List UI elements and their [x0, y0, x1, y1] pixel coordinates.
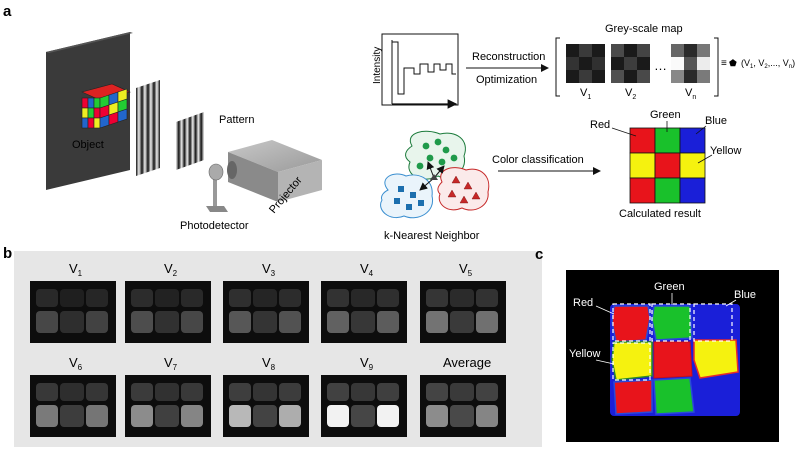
- measurement-image-1: [30, 281, 116, 343]
- panel-label-c: c: [535, 246, 543, 263]
- pentagon-symbol: ⬟: [729, 58, 737, 68]
- classified-red-center: [653, 341, 693, 379]
- result-cell-6: [679, 152, 706, 179]
- measurement-image-5: [420, 281, 506, 343]
- bracket-left: [555, 37, 560, 97]
- projector: [227, 140, 322, 202]
- panel-c-pointer-red: [595, 305, 615, 315]
- measurement-label-7: V7: [164, 355, 178, 372]
- selection-box-blue: [693, 303, 733, 342]
- selection-box-red: [612, 303, 651, 342]
- measurement-image-3: [223, 281, 309, 343]
- result-cell-2: [654, 127, 681, 154]
- result-cell-3: [679, 127, 706, 154]
- measurement-label-9: V9: [360, 355, 374, 372]
- color-classification-label: Color classification: [492, 154, 584, 166]
- map-label-2: V2: [625, 87, 636, 101]
- panel-c-label-red: Red: [573, 297, 593, 309]
- map-label-1: V1: [580, 87, 591, 101]
- measurement-image-10: [420, 375, 506, 437]
- measurement-image-4: [321, 281, 407, 343]
- greyscale-map-2: [611, 44, 650, 83]
- result-pointer-red: [611, 127, 637, 137]
- panel-c-pointer-blue: [725, 299, 737, 307]
- ellipsis: …: [654, 58, 667, 73]
- equiv-symbol: ≡: [721, 58, 727, 69]
- rubik-cube-object: [81, 83, 131, 129]
- result-cell-1: [629, 127, 656, 154]
- result-cell-5: [654, 152, 681, 179]
- measurement-image-6: [30, 375, 116, 437]
- intensity-plot: [381, 33, 459, 109]
- classified-green-bottom: [653, 377, 695, 415]
- result-cell-9: [679, 177, 706, 204]
- reconstruction-label: Reconstruction: [472, 51, 545, 63]
- measurement-label-10: Average: [443, 355, 491, 370]
- map-label-n: Vn: [685, 87, 696, 101]
- greyscale-map-n: [671, 44, 710, 83]
- fringe-pattern-small: [176, 112, 204, 170]
- classified-cube-image: [610, 303, 740, 416]
- measurement-image-9: [321, 375, 407, 437]
- result-cell-8: [654, 177, 681, 204]
- selection-box-yellow: [612, 342, 651, 381]
- result-pointer-blue: [695, 125, 707, 135]
- optimization-label: Optimization: [476, 74, 537, 86]
- panel-c-label-green: Green: [654, 281, 685, 293]
- feature-vector: (V1, V2,..., Vn): [741, 58, 795, 70]
- result-pointer-yellow: [697, 154, 713, 164]
- result-label-yellow: Yellow: [710, 145, 741, 157]
- photodetector-label: Photodetector: [180, 220, 249, 232]
- measurement-label-6: V6: [69, 355, 83, 372]
- photodetector: [206, 163, 228, 212]
- measurement-label-2: V2: [164, 261, 178, 278]
- measurement-label-4: V4: [360, 261, 374, 278]
- result-label-red: Red: [590, 119, 610, 131]
- knn-cluster-red: [437, 167, 490, 211]
- measurement-label-1: V1: [69, 261, 83, 278]
- result-label-green: Green: [650, 109, 681, 121]
- measurement-label-3: V3: [262, 261, 276, 278]
- measurement-image-8: [223, 375, 309, 437]
- classified-yellow-right: [693, 339, 739, 379]
- panel-c-pointer-yellow: [595, 359, 615, 365]
- knn-cluster-blue: [380, 173, 434, 219]
- greyscale-map-1: [566, 44, 605, 83]
- panel-c-label-yellow: Yellow: [569, 348, 600, 360]
- result-label-blue: Blue: [705, 115, 727, 127]
- measurement-label-8: V8: [262, 355, 276, 372]
- panel-label-b: b: [3, 245, 12, 262]
- selection-box-green: [651, 303, 691, 342]
- panel-label-a: a: [3, 3, 12, 20]
- intensity-axis-label: Intensity: [372, 47, 383, 84]
- classified-red-bottom-left: [613, 379, 653, 415]
- measurement-image-2: [125, 281, 211, 343]
- greyscale-title: Grey-scale map: [605, 23, 683, 35]
- object-label: Object: [72, 139, 104, 151]
- fringe-pattern-large: [136, 80, 160, 176]
- classified-red-top-left: [611, 305, 651, 343]
- result-cell-4: [629, 152, 656, 179]
- knn-diagram: [380, 130, 490, 219]
- measurement-image-7: [125, 375, 211, 437]
- classified-yellow-left: [611, 341, 653, 381]
- measurement-label-5: V5: [459, 261, 473, 278]
- calculated-result-grid: [629, 127, 706, 204]
- bracket-right: [714, 37, 719, 97]
- calculated-result-label: Calculated result: [619, 208, 701, 220]
- panel-c-label-blue: Blue: [734, 289, 756, 301]
- knn-label: k-Nearest Neighbor: [384, 230, 480, 242]
- result-cell-7: [629, 177, 656, 204]
- classified-green-top: [651, 305, 693, 341]
- pattern-label: Pattern: [219, 114, 254, 126]
